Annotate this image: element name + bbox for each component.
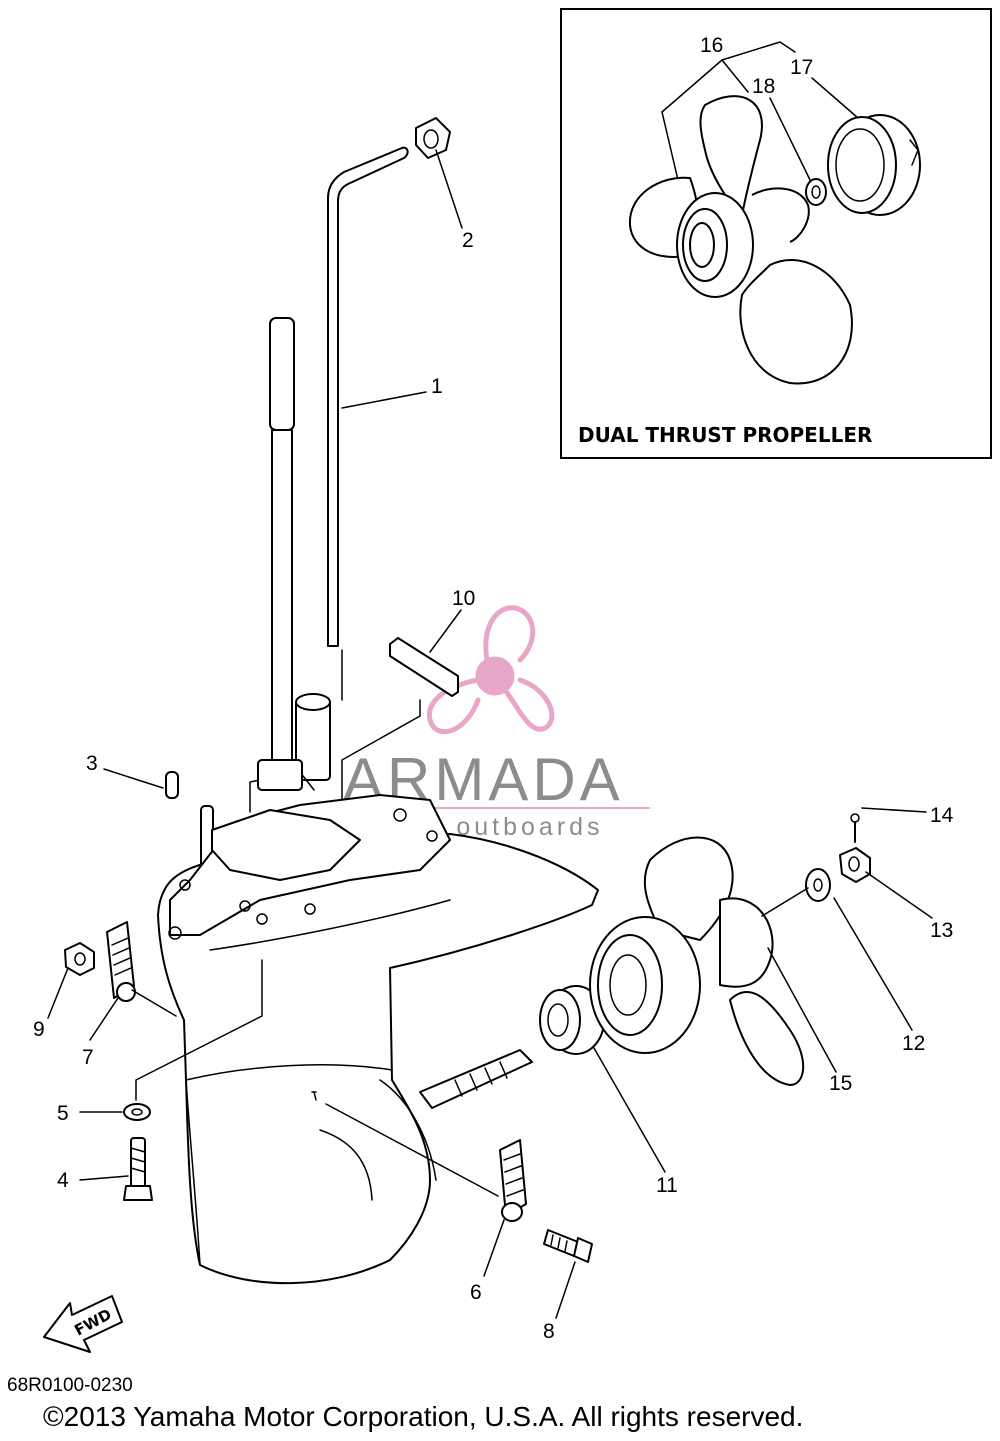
drawing-code: 68R0100-0230: [7, 1375, 133, 1396]
part-grommet: [415, 117, 451, 159]
part-clip: [389, 637, 459, 697]
callout-6: 6: [470, 1281, 482, 1304]
callout-13: 13: [930, 919, 953, 942]
callout-12: 12: [902, 1032, 925, 1055]
callout-9: 9: [33, 1018, 45, 1041]
callout-15: 15: [829, 1072, 852, 1095]
callout-18: 18: [752, 75, 775, 98]
armada-watermark: ARMADA marine outboards: [343, 605, 650, 841]
inset-washer: [805, 178, 827, 206]
callout-5: 5: [57, 1102, 69, 1125]
callout-17: 17: [790, 56, 813, 79]
leader-lines: [47, 149, 933, 1319]
part-propeller-shaft: [419, 1049, 533, 1109]
part-washer-5: [123, 1103, 151, 1121]
inset-propeller: [628, 95, 853, 385]
callout-4: 4: [57, 1169, 69, 1192]
callout-8: 8: [543, 1320, 555, 1343]
part-nut-9: [64, 942, 95, 976]
callout-11: 11: [656, 1174, 678, 1197]
part-propeller-nut: [839, 847, 871, 883]
propeller-logo-icon: [426, 605, 555, 735]
part-propeller: [589, 836, 805, 1086]
callout-16: 16: [700, 34, 723, 57]
part-bolt-4: [123, 1137, 153, 1201]
copyright-notice: ©2013 Yamaha Motor Corporation, U.S.A. A…: [43, 1401, 803, 1432]
part-drive-shaft: [269, 317, 295, 761]
callout-1: 1: [431, 375, 443, 398]
callout-14: 14: [930, 804, 954, 827]
part-washer-12: [805, 868, 831, 902]
part-dowel-pin: [165, 771, 179, 799]
part-anode-7: [106, 921, 136, 1002]
part-lower-case: [157, 759, 599, 1285]
callout-7: 7: [82, 1046, 94, 1069]
fwd-arrow-icon: FWD: [43, 1295, 123, 1353]
part-anode-6: [499, 1139, 527, 1222]
part-cotter-pin: [850, 813, 860, 843]
callout-2: 2: [462, 229, 474, 252]
callout-3: 3: [86, 752, 98, 775]
part-screw-8: [543, 1229, 593, 1263]
callout-labels: 1 2 3 4 5 6 7 8 9 10 11 12 13 14 15 16 1…: [33, 34, 954, 1343]
dual-thrust-inset: DUAL THRUST PROPELLER: [560, 8, 992, 459]
inset-title: DUAL THRUST PROPELLER: [578, 423, 872, 447]
callout-10: 10: [452, 587, 475, 610]
part-water-pipe: [327, 146, 409, 647]
inset-spacer: [827, 114, 921, 216]
